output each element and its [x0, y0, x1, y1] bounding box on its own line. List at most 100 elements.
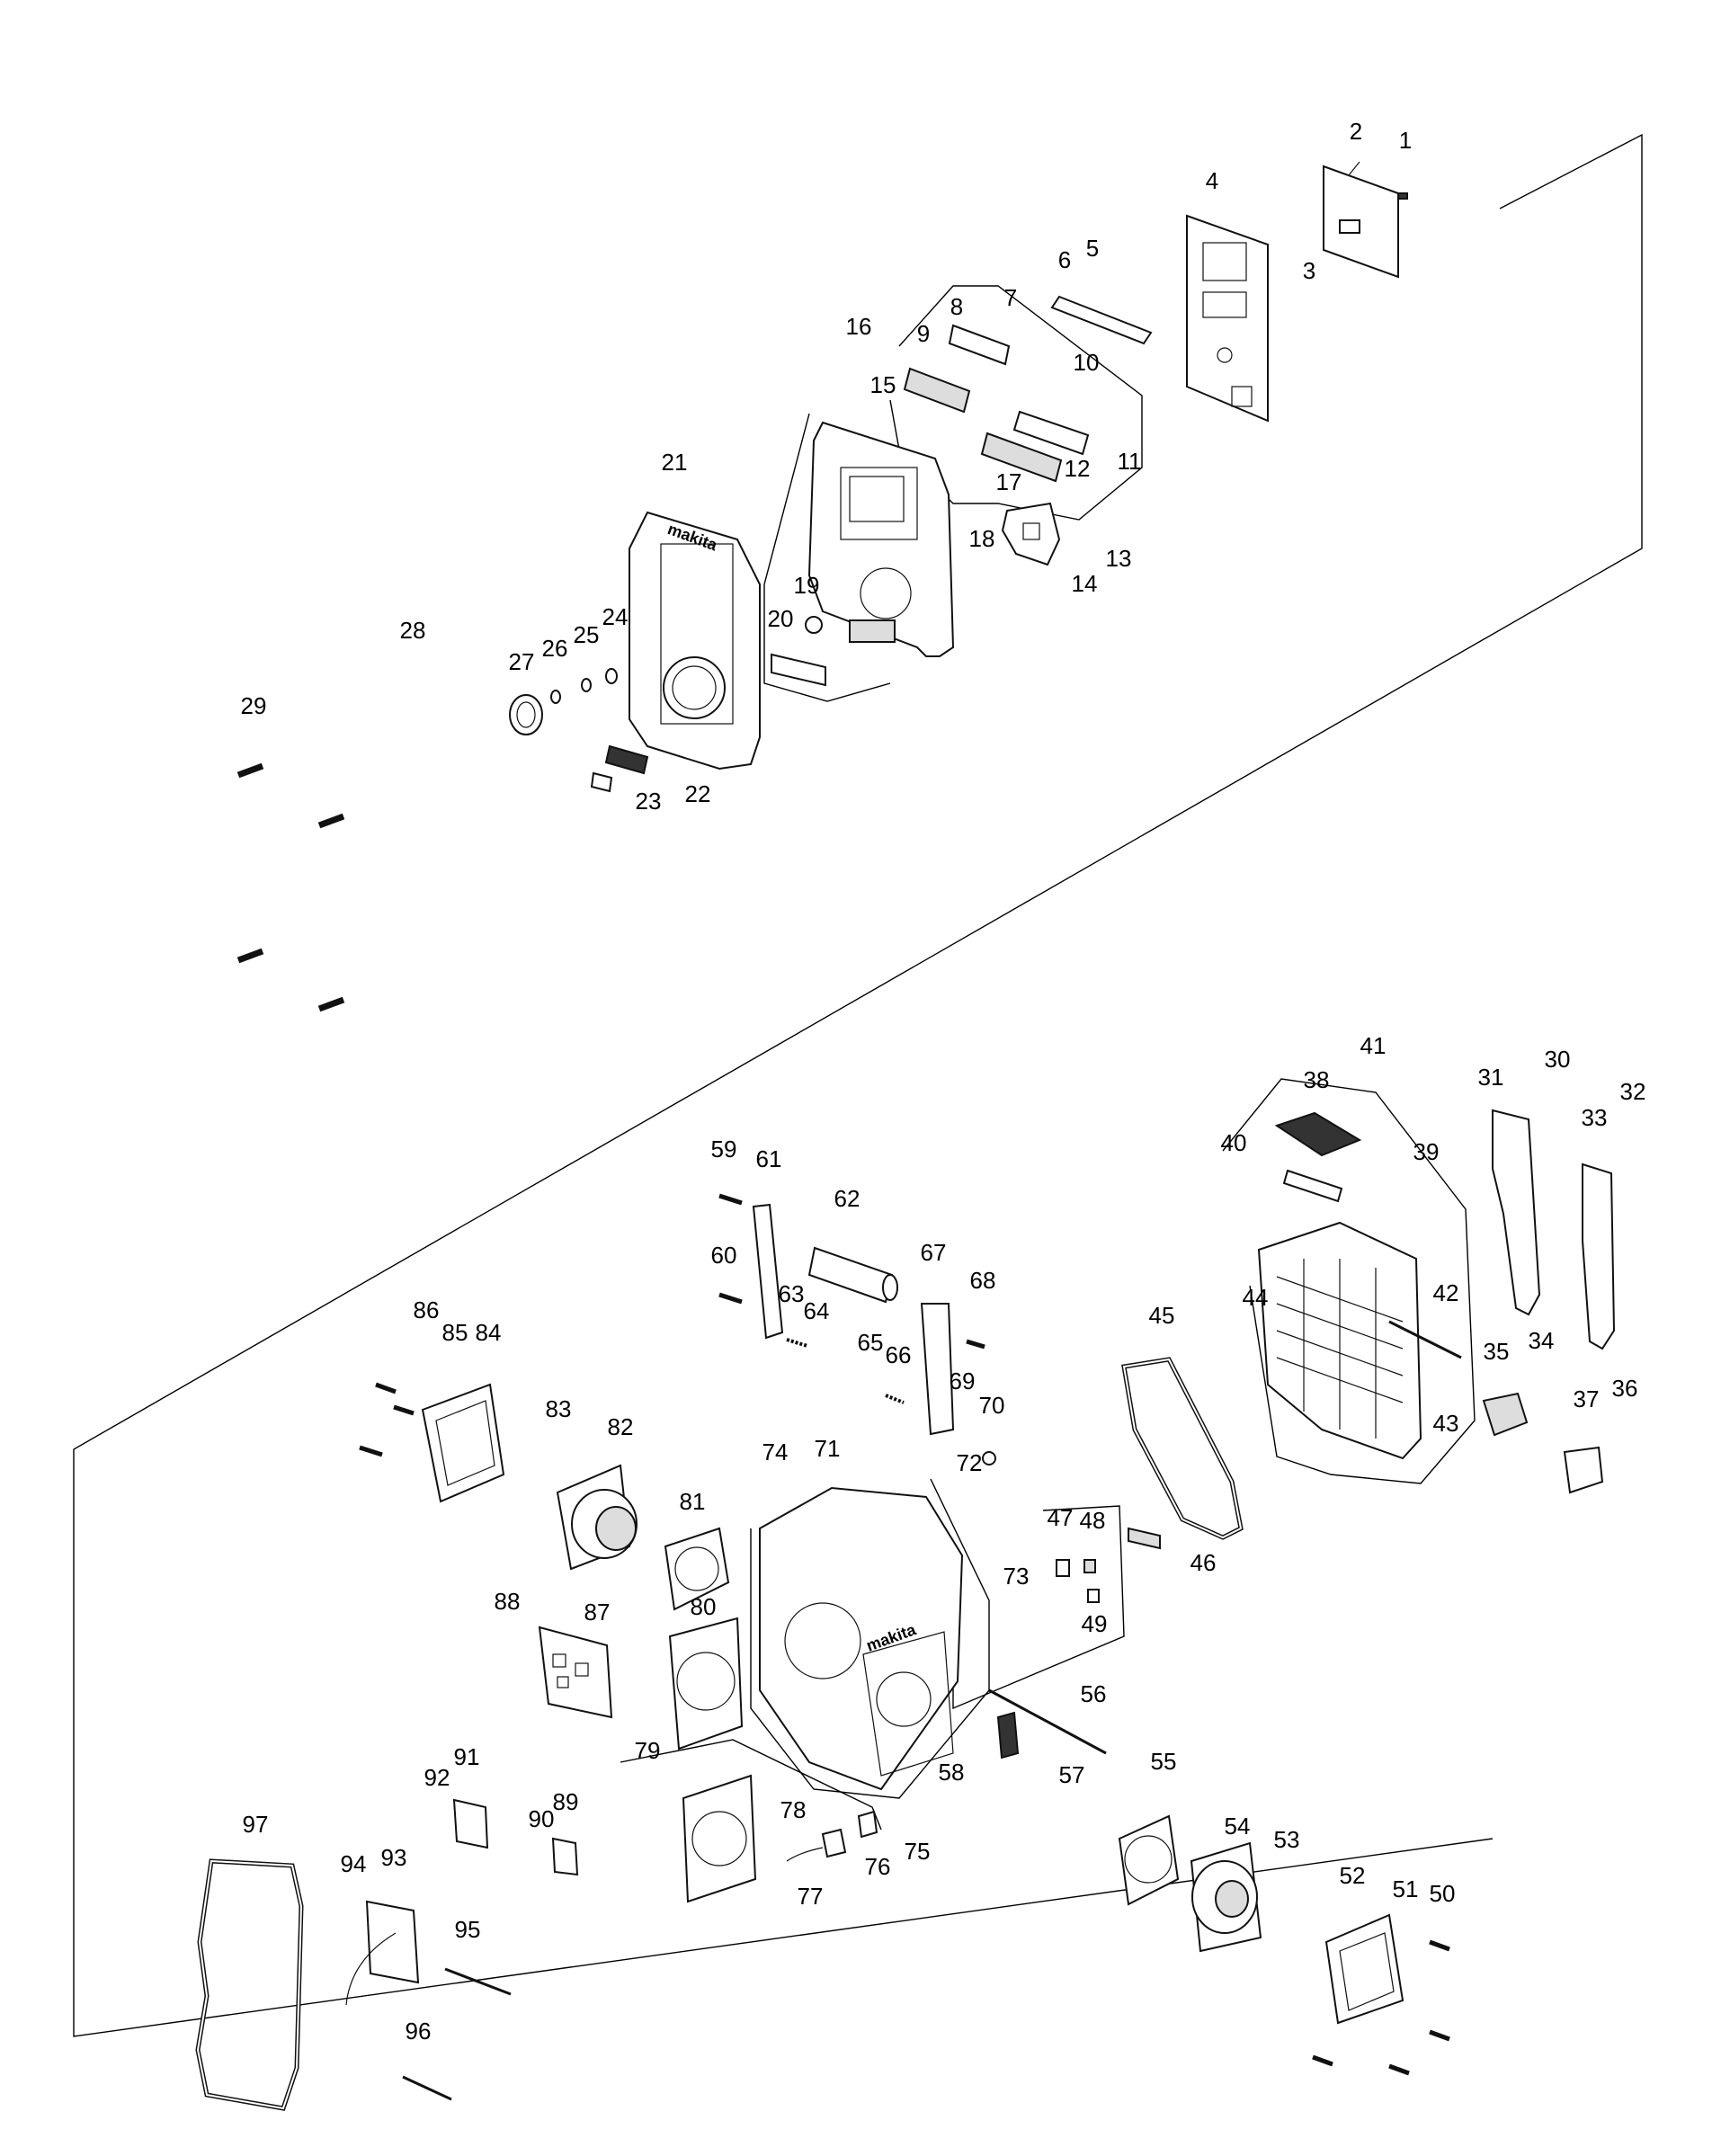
callout-33: 33	[1582, 1104, 1608, 1131]
callout-97: 97	[243, 1811, 269, 1838]
callout-12: 12	[1065, 455, 1091, 482]
callout-2: 2	[1350, 118, 1362, 145]
board-part-91	[452, 1798, 489, 1849]
callout-62: 62	[834, 1185, 860, 1212]
cover-part-14	[1001, 502, 1061, 566]
callout-55: 55	[1151, 1748, 1177, 1775]
callout-25: 25	[574, 621, 600, 648]
callout-29: 29	[241, 692, 267, 719]
callout-42: 42	[1433, 1279, 1459, 1306]
callout-7: 7	[1004, 284, 1017, 311]
callout-19: 19	[794, 572, 820, 599]
callout-64: 64	[804, 1297, 830, 1324]
callout-76: 76	[865, 1853, 891, 1880]
callout-93: 93	[381, 1844, 407, 1871]
callout-69: 69	[950, 1368, 976, 1394]
callout-1: 1	[1399, 127, 1412, 154]
callout-88: 88	[495, 1588, 521, 1615]
chassis-plate-part-4	[1186, 214, 1269, 423]
group-boundary-chassis	[750, 1478, 990, 1799]
pcb-part-87	[538, 1626, 613, 1719]
callout-60: 60	[711, 1242, 737, 1269]
callout-54: 54	[1225, 1813, 1251, 1840]
callout-63: 63	[779, 1280, 805, 1307]
panel-part-78	[682, 1774, 757, 1903]
callout-44: 44	[1243, 1284, 1269, 1311]
callout-31: 31	[1478, 1064, 1504, 1091]
handle-arm-part-67	[920, 1303, 955, 1436]
callout-66: 66	[886, 1341, 912, 1368]
rod-part-56	[988, 1688, 1107, 1755]
screw-part-86	[359, 1382, 415, 1457]
group-boundary-rear	[1222, 1078, 1476, 1484]
pcb-board-part-2	[1323, 161, 1399, 279]
callout-70: 70	[979, 1392, 1005, 1419]
callout-27: 27	[509, 648, 535, 675]
rod-part-6	[1050, 295, 1153, 345]
main-chassis-part-71: makita	[759, 1486, 964, 1791]
knob-part-23	[590, 771, 613, 793]
callout-48: 48	[1080, 1507, 1106, 1534]
callout-51: 51	[1393, 1875, 1419, 1902]
callout-24: 24	[602, 603, 629, 630]
callout-57: 57	[1059, 1761, 1085, 1788]
callout-30: 30	[1545, 1046, 1571, 1073]
ring-part-26	[550, 690, 561, 704]
callout-9: 9	[917, 320, 930, 347]
callout-67: 67	[921, 1239, 947, 1266]
button-strip-part-9	[903, 367, 971, 414]
callout-34: 34	[1529, 1327, 1555, 1354]
washer-part-24	[605, 668, 618, 684]
wire-part-77	[786, 1847, 824, 1862]
callout-13: 13	[1106, 545, 1132, 572]
board-part-93	[345, 1900, 420, 2006]
plate-part-8	[948, 324, 1011, 366]
callout-11: 11	[1118, 448, 1142, 475]
speaker-frame-part-84	[421, 1383, 505, 1503]
callout-26: 26	[542, 635, 568, 662]
callout-21: 21	[662, 449, 688, 476]
frame-lines	[73, 133, 1643, 2037]
screw-part-1	[1397, 192, 1408, 200]
callout-71: 71	[815, 1435, 841, 1462]
callout-56: 56	[1081, 1680, 1107, 1707]
callout-79: 79	[635, 1737, 661, 1764]
callout-23: 23	[636, 788, 662, 815]
callout-8: 8	[950, 293, 963, 320]
callout-49: 49	[1082, 1610, 1108, 1637]
callout-92: 92	[424, 1764, 450, 1791]
callout-85: 85	[442, 1319, 468, 1346]
callout-84: 84	[476, 1319, 502, 1346]
callout-5: 5	[1086, 235, 1099, 262]
callout-28: 28	[400, 617, 426, 644]
label-part-46	[1128, 1527, 1161, 1550]
callout-14: 14	[1072, 570, 1098, 597]
speaker-part-82	[556, 1464, 638, 1571]
callout-53: 53	[1274, 1826, 1300, 1853]
inner-frame-part-15	[807, 421, 955, 657]
callout-37: 37	[1574, 1385, 1600, 1412]
callout-95: 95	[455, 1916, 481, 1943]
callout-68: 68	[970, 1267, 996, 1294]
callout-36: 36	[1612, 1375, 1638, 1402]
key-strip-part-12	[980, 432, 1063, 483]
callout-80: 80	[691, 1593, 717, 1620]
filter-part-38	[1274, 1111, 1362, 1157]
callout-81: 81	[680, 1488, 706, 1515]
callout-22: 22	[685, 780, 711, 807]
rod-part-96	[402, 2075, 452, 2101]
screw-part-50	[1312, 1939, 1450, 2076]
callout-6: 6	[1058, 246, 1071, 273]
callout-77: 77	[798, 1883, 824, 1910]
knob-part-19	[805, 616, 823, 634]
latch-part-58	[996, 1711, 1020, 1760]
callout-41: 41	[1360, 1032, 1387, 1059]
bracket-part-33	[1582, 1163, 1616, 1350]
screw-part-60	[718, 1292, 743, 1305]
knob-part-27	[509, 694, 543, 735]
callout-17: 17	[996, 468, 1022, 495]
group-boundary-switch	[952, 1505, 1125, 1710]
callout-43: 43	[1433, 1410, 1459, 1437]
switch-part-49	[1087, 1589, 1100, 1603]
